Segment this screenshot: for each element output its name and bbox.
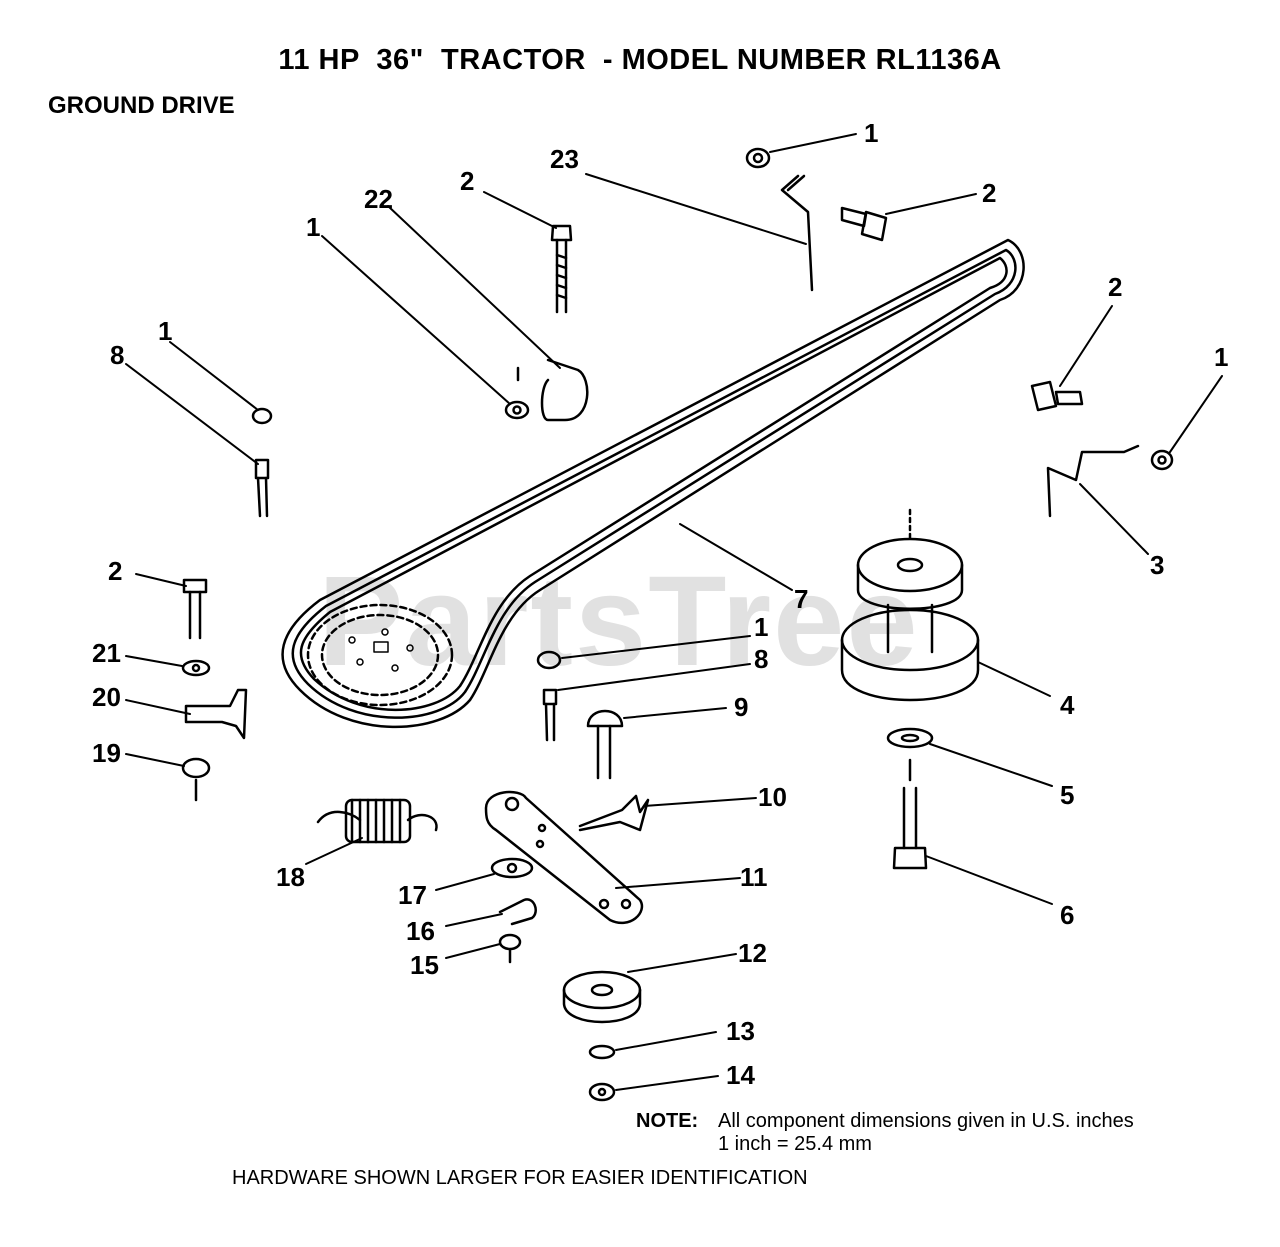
callout-3: 3 [1150,550,1164,580]
washer [181,659,211,677]
section-title: GROUND DRIVE [48,92,235,119]
bolt [182,578,208,640]
callout-19: 19 [92,738,121,768]
bolt [840,206,888,242]
callout-22: 22 [364,184,393,214]
callout-12: 12 [738,938,767,968]
hex-nut [745,147,771,169]
callout-21: 21 [92,638,121,668]
bracket [184,688,248,740]
callout-6: 6 [1060,900,1074,930]
idler-arm [484,790,644,925]
callout-13: 13 [726,1016,755,1046]
bolt [892,758,928,870]
carriage-bolt [586,709,624,780]
callout-8: 8 [110,340,124,370]
transaxle-pulley [840,508,980,702]
callout-1: 1 [1214,342,1228,372]
callout-2: 2 [108,556,122,586]
clip [498,898,537,926]
stud [542,688,558,742]
callout-9: 9 [734,692,748,722]
bolt [1030,380,1084,412]
leader-lines [125,133,1223,1091]
bracket [516,358,589,422]
callout-4: 4 [1060,690,1075,720]
note-line-2: 1 inch = 25.4 mm [718,1133,872,1155]
belt-drive [281,238,1025,729]
callout-10: 10 [758,782,787,812]
callout-20: 20 [92,682,121,712]
hex-nut [504,400,530,420]
callout-2: 2 [982,178,996,208]
callout-23: 23 [550,144,579,174]
bracket [578,794,650,832]
washer [490,857,534,879]
callout-2: 2 [460,166,474,196]
hardware-footnote: HARDWARE SHOWN LARGER FOR EASIER IDENTIF… [232,1167,808,1189]
callout-labels: 1 2 23 2 22 1 2 1 1 8 3 7 2 1 21 8 20 4 … [92,118,1228,1090]
stud [254,458,270,518]
hex-nut [536,650,562,670]
callout-1: 1 [754,612,768,642]
engine-pulley [306,603,454,707]
callout-2: 2 [1108,272,1122,302]
note-line-1: All component dimensions given in U.S. i… [718,1110,1134,1132]
callout-11: 11 [740,862,768,892]
hex-nut [588,1082,616,1102]
hex-nut [498,933,522,964]
diagram-title: 11 HP 36" TRACTOR - MODEL NUMBER RL1136A [278,44,1002,76]
callout-18: 18 [276,862,305,892]
callout-1: 1 [158,316,172,346]
washer [588,1044,616,1060]
callout-8: 8 [754,644,768,674]
lock-washer [886,727,934,749]
callout-17: 17 [398,880,427,910]
hex-nut [1150,449,1174,471]
hex-nut [181,757,211,802]
spring [316,798,438,844]
idler-pulley [562,970,642,1024]
callout-1: 1 [864,118,878,148]
bolt [550,224,573,314]
callout-14: 14 [726,1060,755,1090]
callout-7: 7 [794,584,808,614]
bent-rod [780,174,814,292]
callout-5: 5 [1060,780,1074,810]
hex-nut [251,407,273,425]
callout-15: 15 [410,950,439,980]
engine-pulley-holes [348,628,414,672]
note-key: NOTE: [636,1110,699,1132]
bent-rod [1046,444,1140,518]
watermark: PartsTree [318,550,920,693]
callout-16: 16 [406,916,435,946]
callout-1: 1 [306,212,320,242]
